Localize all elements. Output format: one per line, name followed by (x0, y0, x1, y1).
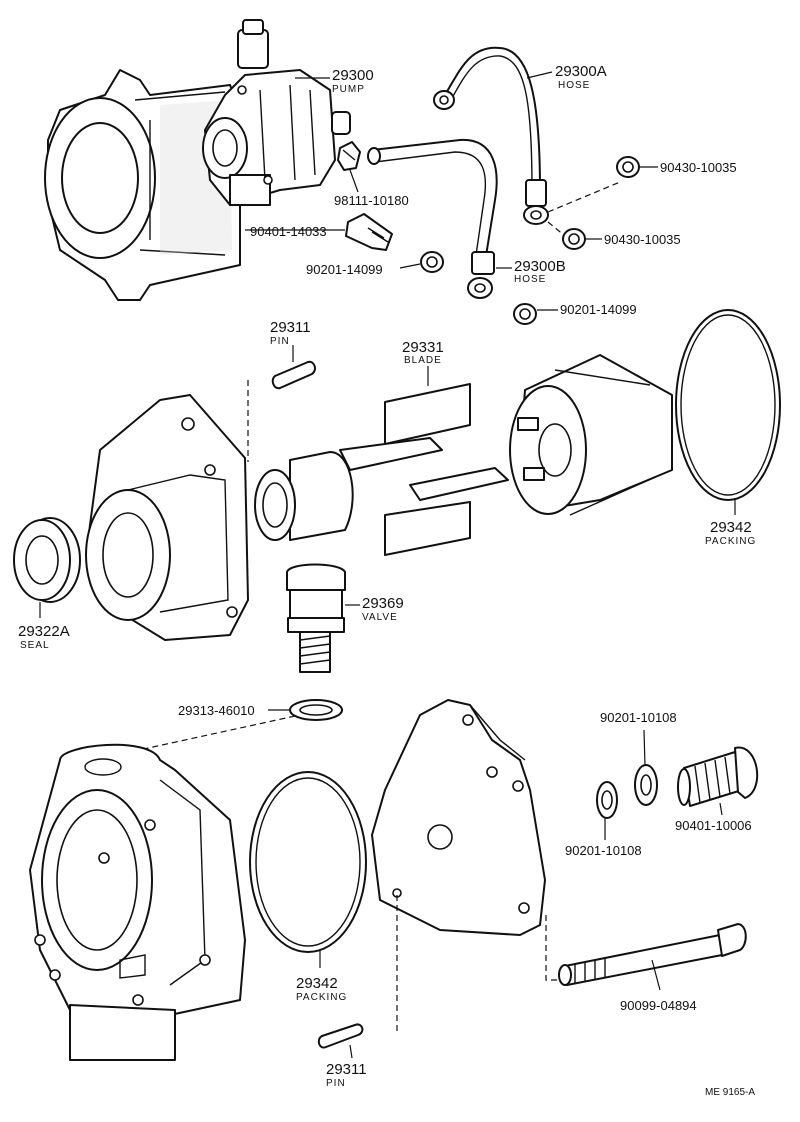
pump-part-number: 29300 (332, 67, 374, 84)
pin-lower-label: PIN (326, 1078, 346, 1089)
gasket-90430-10035-a (616, 156, 640, 178)
rear-housing (29, 743, 246, 1061)
bolt-98111-number: 98111-10180 (334, 193, 409, 208)
hose-a-number: 29300A (555, 63, 607, 80)
seal-label: SEAL (20, 640, 50, 651)
packing-upper-number: 29342 (710, 519, 752, 536)
generator-body (44, 69, 241, 301)
packing-ring-29342-lower (249, 771, 367, 953)
bolt-90099-number: 90099-04894 (620, 998, 697, 1013)
front-plate (85, 394, 249, 641)
pin-29311-upper (271, 360, 316, 390)
bushing (254, 451, 354, 541)
gasket-90201-10108-bottom-number: 90201-10108 (565, 843, 642, 858)
gasket-90201-14099-a (420, 251, 444, 273)
gasket-29313-number: 29313-46010 (178, 703, 255, 718)
hose-b-label: HOSE (514, 274, 546, 285)
gasket-90201-10108-top-number: 90201-10108 (600, 710, 677, 725)
seal-number: 29322A (18, 623, 70, 640)
packing-lower-number: 29342 (296, 975, 338, 992)
gasket-90201-b-number: 90201-14099 (560, 302, 637, 317)
rotor (509, 354, 673, 516)
hose-b-number: 29300B (514, 258, 566, 275)
gasket-90430-a-number: 90430-10035 (660, 160, 737, 175)
packing-ring-29342-upper (675, 309, 781, 501)
union-bolt-90401-14033 (345, 213, 393, 251)
gasket-90430-10035-b (562, 228, 586, 250)
blade-set-29331 (339, 383, 509, 556)
bolt-98111 (337, 141, 361, 171)
valve-label: VALVE (362, 612, 398, 623)
hose-a-label: HOSE (558, 80, 590, 91)
blade-label: BLADE (404, 355, 442, 366)
packing-upper-label: PACKING (705, 536, 756, 547)
reference-code: ME 9165-A (705, 1087, 755, 1098)
union-90401-14033-number: 90401-14033 (250, 224, 327, 239)
blade-number: 29331 (402, 339, 444, 356)
union-90401-10006-number: 90401-10006 (675, 818, 752, 833)
union-bolt-90401-10006 (677, 746, 759, 807)
gasket-90201-10108-a (596, 781, 618, 819)
hose-29300b (367, 138, 498, 299)
gasket-29313-46010 (289, 699, 343, 721)
seal-29322a (13, 517, 81, 603)
bolt-90099-04894 (558, 923, 747, 986)
gasket-90430-b-number: 90430-10035 (604, 232, 681, 247)
packing-lower-label: PACKING (296, 992, 347, 1003)
rear-plate (371, 699, 546, 936)
valve-number: 29369 (362, 595, 404, 612)
pump-label: PUMP (332, 84, 365, 95)
gasket-90201-14099-b (513, 303, 537, 325)
gasket-90201-10108-b (634, 764, 658, 806)
pin-29311-lower (317, 1023, 364, 1049)
gasket-90201-a-number: 90201-14099 (306, 262, 383, 277)
pin-lower-number: 29311 (326, 1061, 367, 1078)
valve-29369 (286, 563, 346, 673)
pin-upper-label: PIN (270, 336, 290, 347)
hose-29300a (433, 46, 549, 225)
pin-upper-number: 29311 (270, 319, 311, 336)
pump-body (202, 19, 351, 206)
